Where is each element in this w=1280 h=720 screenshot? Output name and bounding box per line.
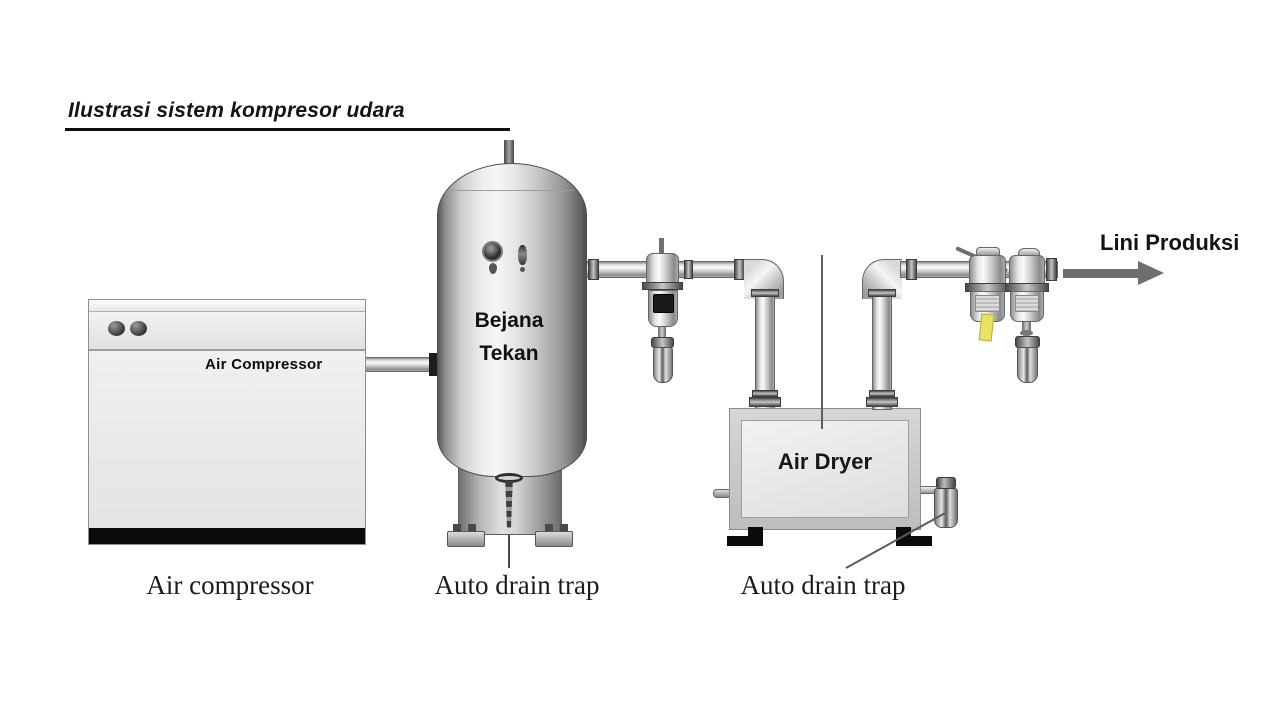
compressor-device-label: Air Compressor	[205, 356, 323, 373]
air-compressor-unit: Air Compressor	[88, 299, 366, 545]
vessel-seam	[450, 190, 574, 191]
production-line-label: Lini Produksi	[1100, 230, 1240, 255]
filter-drain-knob	[1020, 330, 1033, 336]
filter-stem	[659, 238, 664, 256]
valve-dot	[520, 267, 525, 272]
dryer-drain-valve	[936, 477, 956, 489]
dryer-foot	[748, 527, 763, 537]
caption-auto-drain-trap-2: Auto drain trap	[740, 570, 906, 600]
yellow-indicator-tag	[978, 313, 995, 342]
title-underline	[65, 128, 510, 131]
outlet-filter-1-head	[969, 255, 1006, 285]
leader-line-drain-1	[508, 529, 510, 568]
pressure-vessel	[437, 163, 587, 477]
vessel-label: Bejana Tekan	[474, 309, 544, 365]
caption-auto-drain-trap-1: Auto drain trap	[434, 570, 600, 600]
vessel-drain-stem	[505, 481, 513, 528]
filter-collar	[642, 282, 683, 290]
vessel-anchor-tab	[560, 524, 568, 532]
filter-auto-drain	[1017, 347, 1038, 383]
vessel-anchor-tab	[453, 524, 461, 532]
indicator-dot	[108, 321, 125, 336]
dryer-side-stub	[713, 489, 730, 498]
pipe-coupling	[868, 289, 896, 297]
compressor-body-panel: Air Compressor	[89, 351, 365, 528]
caption-air-compressor: Air compressor	[146, 570, 314, 600]
pipe-flange	[429, 353, 439, 376]
vessel-foot	[535, 531, 573, 547]
production-arrow-head	[1138, 261, 1164, 285]
production-arrow-shaft	[1063, 269, 1140, 278]
vessel-foot	[447, 531, 485, 547]
dryer-foot	[727, 536, 763, 546]
pressure-gauge-icon	[482, 241, 503, 262]
dryer-auto-drain	[934, 488, 958, 528]
safety-valve-icon	[518, 245, 527, 265]
dryer-foot	[896, 536, 932, 546]
pipe-flange	[752, 390, 778, 397]
pipe-coupling	[588, 259, 599, 280]
filter-element-window	[975, 295, 1000, 312]
diagram-title: Ilustrasi sistem kompresor udara	[68, 99, 405, 122]
inline-filter-1-head	[646, 253, 679, 284]
air-dryer-panel: Air Dryer	[741, 420, 909, 518]
vessel-anchor-tab	[468, 524, 476, 532]
gauge-stem	[489, 263, 497, 274]
indicator-dot	[130, 321, 147, 336]
pipe-end-cap	[1046, 258, 1057, 281]
vessel-anchor-tab	[545, 524, 553, 532]
dryer-foot	[896, 527, 911, 537]
pipe-coupling	[751, 289, 779, 297]
vessel-top-stem	[504, 140, 514, 170]
pipe-coupling	[684, 260, 693, 279]
filter-sight-window	[653, 294, 674, 313]
filter-drain-neck	[1022, 322, 1031, 334]
filter-auto-drain	[653, 347, 673, 383]
air-dryer-label: Air Dryer	[777, 449, 873, 474]
pipe-coupling	[906, 259, 917, 280]
air-dryer-unit: Air Dryer	[729, 408, 921, 530]
compressor-base	[89, 528, 365, 544]
leader-line-air-dryer	[821, 255, 823, 429]
filter-drain-neck	[658, 327, 666, 338]
compressor-control-panel	[89, 312, 365, 351]
outlet-filter-2-head	[1009, 255, 1045, 285]
pipe-flange	[749, 397, 781, 407]
pipe-flange	[866, 397, 898, 407]
filter-element-window	[1015, 295, 1039, 312]
pipe-flange	[869, 390, 895, 397]
compressor-top-panel	[89, 300, 365, 312]
